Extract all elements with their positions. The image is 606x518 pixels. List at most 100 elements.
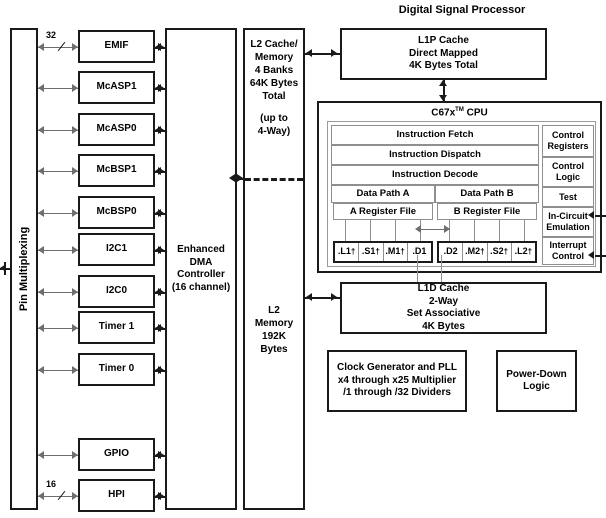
pinmux-peripheral-arrow-right [72, 491, 78, 500]
peripheral-edma-arrow-right [158, 365, 164, 374]
cpu-pipeline-column: Instruction Fetch Instruction Dispatch I… [331, 125, 539, 265]
peripheral-label: McASP1 [96, 81, 137, 93]
data-path-b: Data Path B [435, 185, 539, 203]
functional-unit-d2: .D2 [439, 243, 464, 261]
l2-l1d-line [305, 297, 340, 299]
pinmux-peripheral-arrow-right [72, 83, 78, 92]
clock-generator-pll-block: Clock Generator and PLL x4 through x25 M… [327, 350, 467, 412]
peripheral-label: EMIF [104, 40, 129, 52]
pinmux-peripheral-arrow-left [38, 287, 44, 296]
peripheral-edma-arrow-right [158, 245, 164, 254]
pinmux-peripheral-line [38, 454, 78, 456]
pinmux-peripheral-arrow-left [38, 42, 44, 51]
peripheral-block-i2c1: I2C1 [78, 233, 155, 266]
peripheral-edma-arrow-right [158, 83, 164, 92]
d1-l1d-tap [417, 255, 418, 282]
pinmux-peripheral-arrow-right [72, 287, 78, 296]
peripheral-label: I2C1 [105, 243, 128, 255]
d2-l1d-tap [441, 255, 442, 282]
external-pin-bus-line [0, 268, 12, 270]
power-down-logic-label: Power-Down Logic [506, 368, 567, 393]
bus-width-label: 16 [46, 478, 57, 489]
a-register-file: A Register File [333, 203, 433, 220]
interrupt-external-line [595, 255, 606, 257]
peripheral-label: HPI [108, 489, 125, 501]
cross-path-arrow-right [444, 225, 450, 233]
edma-l2-arrow-right [237, 174, 243, 182]
peripheral-block-timer-1: Timer 1 [78, 311, 155, 344]
bus-width-label: 32 [46, 29, 57, 40]
peripheral-block-mcbsp1: McBSP1 [78, 154, 155, 187]
rf-a-tap-3 [395, 220, 396, 241]
functional-unit-m1: .M1† [384, 243, 408, 261]
functional-units-a: .L1† .S1† .M1† .D1 [333, 241, 433, 263]
rf-b-tap-3 [499, 220, 500, 241]
pinmux-peripheral-arrow-right [72, 208, 78, 217]
l1d-cache-label: L1D Cache 2-Way Set Associative 4K Bytes [406, 283, 481, 332]
emulation-external-line [595, 215, 606, 217]
peripheral-block-hpi: HPI [78, 479, 155, 512]
l2-l1d-arrow-right [331, 293, 337, 301]
peripheral-label: Timer 0 [98, 363, 135, 375]
cpu-block: C67xTM CPU Instruction Fetch Instruction… [317, 101, 602, 273]
pinmux-peripheral-arrow-left [38, 323, 44, 332]
functional-units-b: .D2 .M2† .S2† .L2† [437, 241, 537, 263]
functional-unit-d1: .D1 [412, 246, 427, 257]
l1d-cache-block: L1D Cache 2-Way Set Associative 4K Bytes [340, 282, 547, 334]
peripheral-edma-arrow-right [158, 450, 164, 459]
pinmux-peripheral-arrow-right [72, 365, 78, 374]
pinmux-peripheral-arrow-right [72, 323, 78, 332]
pinmux-peripheral-line [38, 249, 78, 251]
l2-memory-label: L2 Memory 192K Bytes [254, 305, 294, 355]
peripheral-edma-arrow-right [158, 166, 164, 175]
pinmux-peripheral-arrow-right [72, 42, 78, 51]
peripheral-block-i2c0: I2C0 [78, 275, 155, 308]
rf-a-tap-1 [345, 220, 346, 241]
peripheral-label: McBSP1 [96, 164, 137, 176]
page-title: Digital Signal Processor [398, 4, 526, 16]
functional-unit-s2: .S2† [488, 243, 512, 261]
functional-unit-l2: .L2† [514, 246, 533, 257]
pinmux-peripheral-arrow-left [38, 450, 44, 459]
power-down-logic-block: Power-Down Logic [496, 350, 577, 412]
peripheral-block-emif: EMIF [78, 30, 155, 63]
b-register-file: B Register File [437, 203, 537, 220]
clock-generator-pll-label: Clock Generator and PLL x4 through x25 M… [336, 362, 458, 399]
external-pin-bus-arrow [0, 264, 6, 272]
pinmux-peripheral-line [38, 87, 78, 89]
data-path-a: Data Path A [331, 185, 435, 203]
peripheral-block-mcasp0: McASP0 [78, 113, 155, 146]
instruction-decode-row: Instruction Decode [331, 165, 539, 185]
rf-b-tap-4 [524, 220, 525, 241]
l1p-cpu-arrow-down [439, 95, 447, 101]
peripheral-edma-arrow-right [158, 491, 164, 500]
l1p-cpu-arrow-up [439, 80, 447, 86]
functional-unit-s1: .S1† [359, 243, 384, 261]
peripheral-edma-arrow-right [158, 323, 164, 332]
pinmux-peripheral-line [38, 46, 78, 48]
l2-l1p-arrow-left [306, 49, 312, 57]
peripheral-label: McASP0 [96, 123, 137, 135]
instruction-dispatch-row: Instruction Dispatch [331, 145, 539, 165]
l1p-cpu-line [443, 80, 445, 101]
peripheral-label: Timer 1 [98, 321, 135, 333]
peripheral-block-mcasp1: McASP1 [78, 71, 155, 104]
pinmux-peripheral-line [38, 129, 78, 131]
edma-label: Enhanced DMA Controller (16 channel) [171, 244, 231, 293]
peripheral-edma-arrow-right [158, 42, 164, 51]
pinmux-peripheral-line [38, 327, 78, 329]
pinmux-peripheral-line [38, 170, 78, 172]
peripheral-block-gpio: GPIO [78, 438, 155, 471]
pinmux-peripheral-arrow-right [72, 245, 78, 254]
peripheral-edma-arrow-right [158, 208, 164, 217]
functional-unit-m2: .M2† [463, 243, 488, 261]
l1p-cache-block: L1P Cache Direct Mapped 4K Bytes Total [340, 28, 547, 80]
pinmux-peripheral-arrow-left [38, 491, 44, 500]
pinmux-peripheral-arrow-left [38, 83, 44, 92]
instruction-fetch-row: Instruction Fetch [331, 125, 539, 145]
cpu-title: C67xTM CPU [431, 107, 488, 119]
